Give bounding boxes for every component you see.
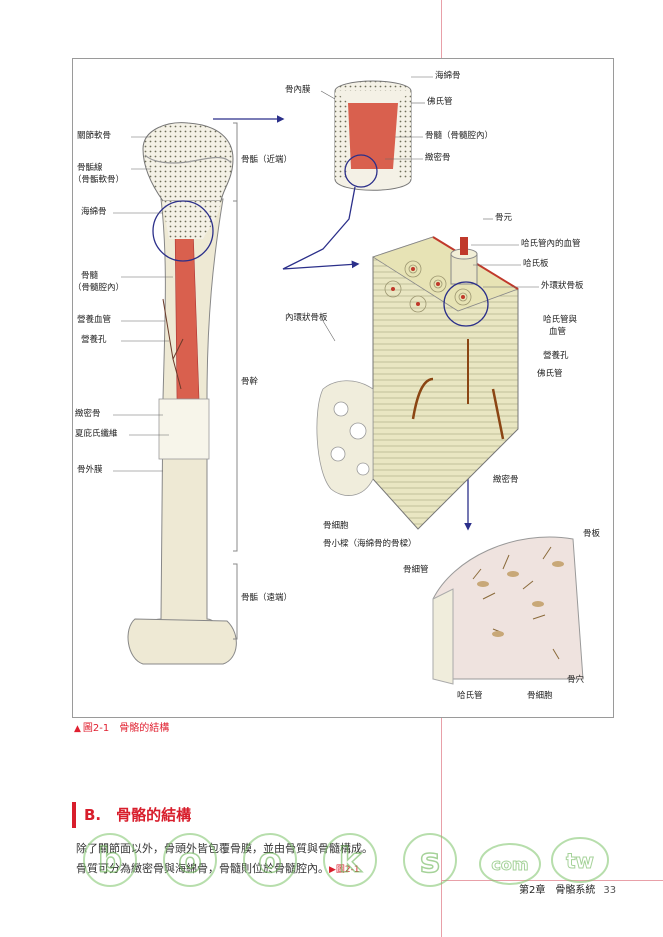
label-medullary-sub: （骨髓腔內） (73, 283, 125, 293)
section-title: B. 骨骼的結構 (84, 806, 192, 824)
body-line-2: 骨質可分為緻密骨與海綿骨，骨髓則位於骨髓腔內。▶圖2-1 (76, 860, 360, 876)
label-canaliculi: 骨細管 (403, 565, 429, 575)
label-haversian-lamella: 哈氏板 (523, 259, 549, 269)
label-osteon: 骨元 (495, 213, 513, 223)
body-line-1: 除了關節面以外，骨頭外皆包覆骨膜，並由骨質與骨髓構成。 (76, 842, 373, 855)
label-medullary: 骨髓 (81, 271, 99, 281)
label-sharpey-fibers: 夏庇氏纖維 (75, 429, 118, 439)
chapter-title: 第2章 骨骼系統 (519, 885, 596, 896)
figure-caption: ▲圖2-1 骨骼的結構 (74, 719, 169, 734)
figure-reference-link[interactable]: ▶圖2-1 (329, 865, 360, 875)
label-compact-right: 緻密骨 (493, 475, 519, 485)
label-compact-top: 緻密骨 (425, 153, 451, 163)
label-osteocyte: 骨細胞 (323, 521, 349, 531)
periosteum-cutaway (158, 398, 210, 460)
label-outer-lamellae: 外環狀骨板 (541, 281, 584, 291)
label-volkmann-right: 佛氏管 (537, 369, 563, 379)
label-articular-cartilage: 關節軟骨 (77, 131, 112, 141)
page-number: 33 (603, 885, 617, 896)
label-lacuna: 骨穴 (567, 675, 585, 685)
body-line-2-text: 骨質可分為緻密骨與海綿骨，骨髓則位於骨髓腔內。 (76, 862, 329, 875)
caption-marker: ▲ (74, 724, 81, 734)
bone-illustration (113, 76, 584, 685)
caption-text: 圖2-1 骨骼的結構 (82, 723, 170, 734)
bone-structure-figure: 關節軟骨 骨骺線 （骨骺軟骨） 海綿骨 骨髓 （骨髓腔內） 營養血管 營養孔 緻… (72, 58, 614, 718)
lamella-detail (432, 536, 584, 680)
label-spongy-bone-left: 海綿骨 (81, 207, 107, 217)
highlight-circle-femur (152, 200, 214, 262)
label-proximal-epiphysis: 骨骺（近端） (241, 155, 293, 165)
wm-tw: tw (566, 849, 594, 873)
label-compact-bone-left: 緻密骨 (75, 409, 101, 419)
label-osteocyte-bottom: 骨細胞 (527, 691, 553, 701)
label-haversian-with2: 血管 (549, 327, 567, 337)
label-inner-lamellae: 內環狀骨板 (285, 313, 328, 323)
label-spongy-bone-top: 海綿骨 (435, 71, 461, 81)
wm-com: com (491, 855, 528, 874)
arrow-to-section (282, 186, 360, 270)
label-marrow-top: 骨髓（骨髓腔內） (425, 131, 494, 141)
label-distal-epiphysis: 骨骺（遠端） (241, 593, 293, 603)
wm-letter-5: s (420, 841, 440, 881)
label-nutrient-vessel: 營養血管 (77, 315, 112, 325)
label-nutrient-foramen-right: 營養孔 (543, 351, 569, 361)
label-volkmann-top: 佛氏管 (427, 97, 453, 107)
label-periosteum: 骨外膜 (77, 465, 103, 475)
label-haversian-canal: 哈氏管 (457, 691, 483, 701)
label-nutrient-foramen: 營養孔 (81, 335, 107, 345)
label-endosteum: 骨內膜 (285, 85, 311, 95)
trabeculae (316, 380, 374, 496)
label-diaphysis: 骨幹 (241, 377, 259, 387)
label-trabeculae: 骨小樑（海綿骨的骨樑） (323, 539, 417, 549)
label-epiphyseal-line-sub: （骨骺軟骨） (73, 175, 125, 185)
label-haversian-vessels: 哈氏管內的血管 (521, 239, 581, 249)
label-haversian-with: 哈氏管與 (543, 315, 578, 325)
page-footer: 第2章 骨骼系統 33 (519, 881, 616, 896)
label-lamella: 骨板 (583, 529, 601, 539)
section-accent-bar (72, 802, 76, 828)
label-epiphyseal-line: 骨骺線 (77, 163, 103, 173)
